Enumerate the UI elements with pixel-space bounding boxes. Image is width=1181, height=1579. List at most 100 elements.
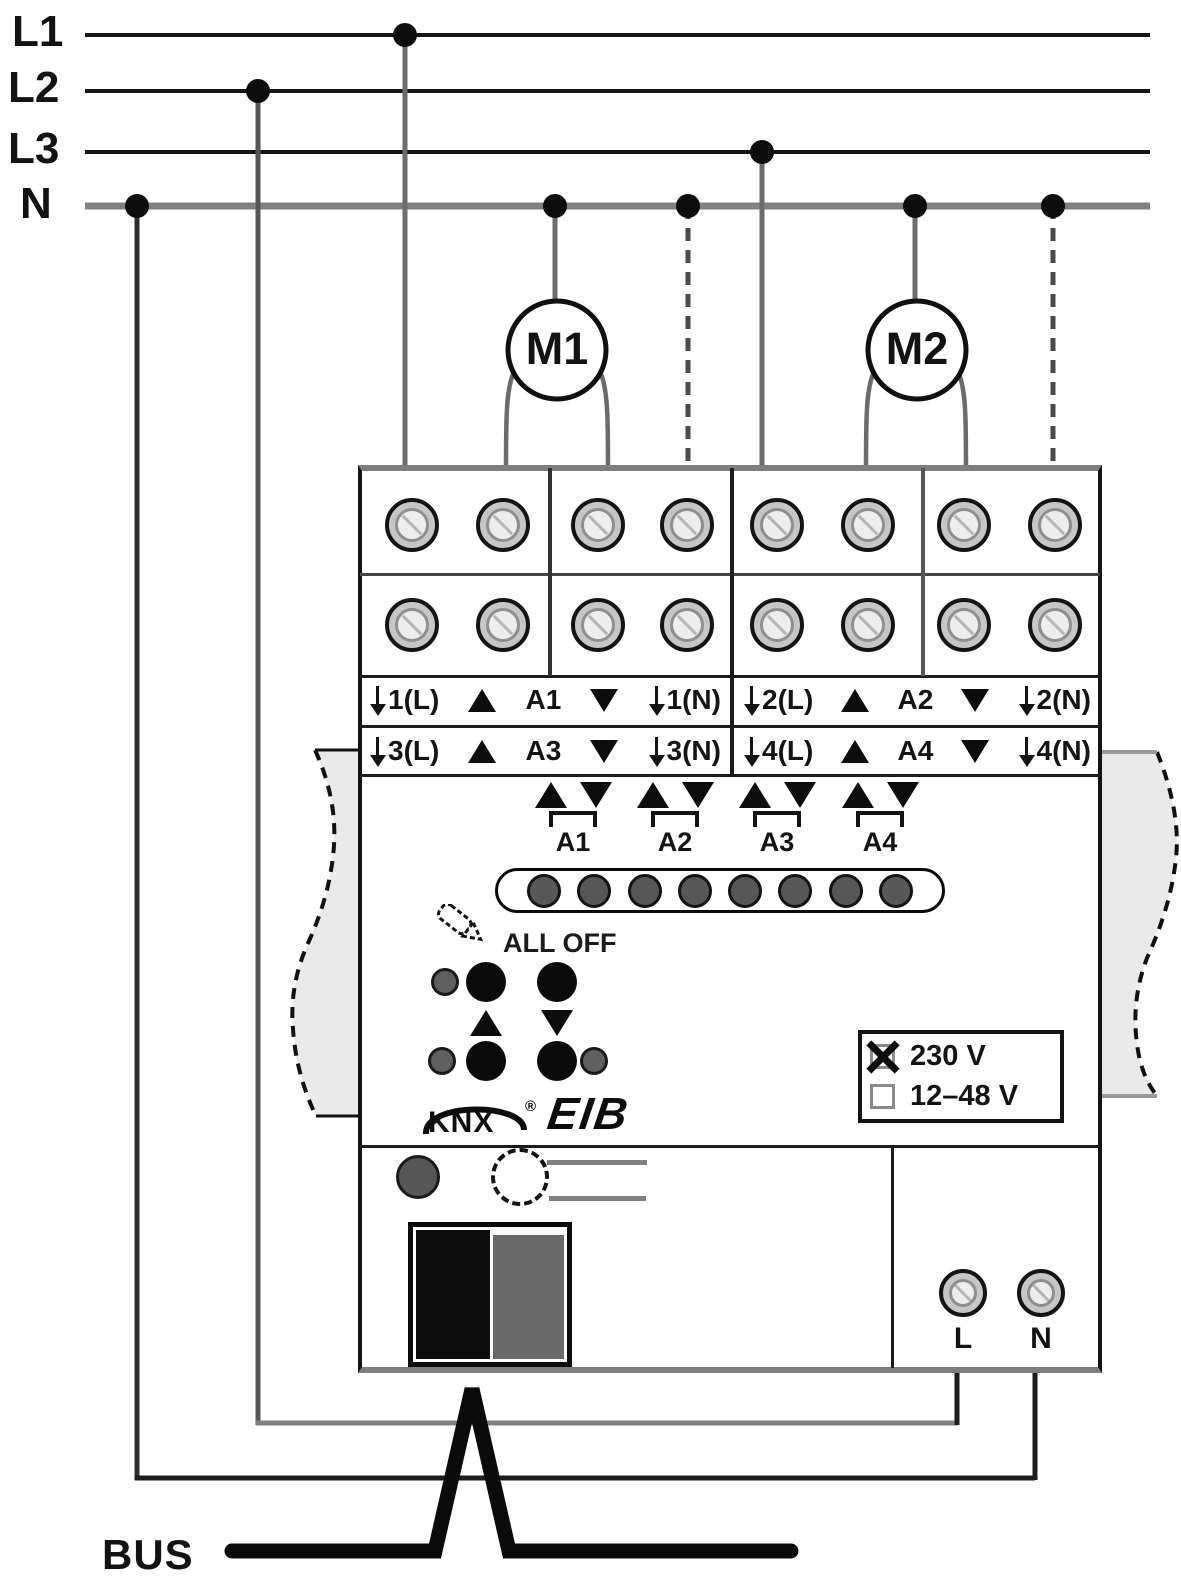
wire-down-arrow-icon	[743, 736, 760, 767]
screw-terminal	[750, 498, 804, 552]
channel-label: A3	[759, 827, 795, 857]
screw-terminal	[660, 598, 714, 652]
motor2-label: M2	[885, 323, 949, 374]
down-arrow-icon	[590, 739, 619, 763]
motor2-leg-down	[955, 370, 969, 471]
wire-down-arrow-icon	[648, 685, 665, 716]
junction-n-2	[543, 194, 567, 218]
wire-down-arrow-icon	[1018, 736, 1035, 767]
voltage-option-230v: 230 V	[870, 1040, 1052, 1073]
up-arrow-icon	[468, 739, 497, 763]
down-arrow-icon	[961, 688, 990, 712]
down-arrow-icon	[541, 1010, 573, 1036]
screw-terminal	[1028, 498, 1082, 552]
programming-button	[491, 1148, 549, 1206]
programming-led	[396, 1155, 440, 1199]
terminal-label: 4(N)	[1036, 735, 1091, 766]
screw-terminal	[571, 598, 625, 652]
motor1-leg-down	[597, 370, 611, 471]
up-arrow-icon	[738, 782, 771, 808]
supply-terminal-label-l: L	[953, 1322, 973, 1355]
down-arrow-icon	[681, 782, 714, 808]
screw-terminal	[476, 598, 530, 652]
terminal-label: A2	[897, 684, 934, 715]
terminal-label: A3	[525, 735, 562, 766]
power-line-label-n: N	[20, 179, 52, 228]
supply-terminal-l	[939, 1269, 987, 1317]
screw-terminal	[385, 598, 439, 652]
channel-indicator-a4: A4	[838, 782, 922, 858]
terminal-label: 2(L)	[762, 684, 814, 715]
down-arrow-icon	[886, 782, 919, 808]
bus-label: BUS	[102, 1531, 194, 1578]
channel-bracket	[549, 811, 597, 827]
status-led	[627, 873, 662, 908]
lower-section-divider	[360, 1145, 1100, 1148]
terminal-label: 4(L)	[762, 735, 814, 766]
status-led	[778, 873, 813, 908]
motor-voltage-box: 230 V 12–48 V	[858, 1030, 1064, 1123]
channel-led	[580, 1047, 608, 1075]
bus-terminal-minus	[416, 1230, 490, 1359]
up-arrow-icon	[841, 739, 870, 763]
junction-n-5	[1041, 194, 1065, 218]
wire-down-arrow-icon	[369, 736, 386, 767]
all-off-button	[537, 962, 577, 1002]
terminal-divider-1	[548, 468, 552, 676]
bus-connection-terminal	[408, 1222, 572, 1367]
junction-l3	[750, 140, 774, 164]
channel-bracket	[856, 811, 904, 827]
channel-led	[431, 968, 459, 996]
terminal-label: A1	[525, 684, 562, 715]
screw-terminal	[750, 598, 804, 652]
voltage-option-label: 230 V	[910, 1040, 986, 1073]
supply-terminal-label-n: N	[1030, 1322, 1052, 1355]
junction-n-1	[125, 194, 149, 218]
terminal-divider-2	[921, 468, 925, 676]
wire-down-arrow-icon	[1018, 685, 1035, 716]
wire-down-arrow-icon	[648, 736, 665, 767]
power-line-label-l3: L3	[8, 124, 60, 173]
up-button	[466, 962, 506, 1002]
terminal-labels-channel4: 4(L) A4 4(N)	[736, 729, 1098, 773]
power-line-label-l2: L2	[8, 63, 60, 112]
terminal-label: 1(L)	[388, 684, 440, 715]
programming-button-line	[549, 1196, 646, 1201]
up-arrow-icon	[468, 688, 497, 712]
down-arrow-icon	[783, 782, 816, 808]
bus-terminal-plus	[492, 1235, 564, 1359]
status-led-strip	[495, 868, 945, 913]
down-arrow-icon	[579, 782, 612, 808]
channel-bracket	[753, 811, 801, 827]
up-arrow-icon	[636, 782, 669, 808]
junction-n-3	[676, 194, 700, 218]
terminal-label: 2(N)	[1036, 684, 1091, 715]
channel-indicator-a1: A1	[531, 782, 615, 858]
panel-cutaway-right-torn-edge	[1133, 751, 1179, 1098]
supply-box-divider	[891, 1148, 894, 1368]
terminal-label: 3(N)	[666, 735, 721, 766]
status-led	[527, 873, 561, 908]
status-led	[878, 873, 913, 908]
screw-terminal	[660, 498, 714, 552]
screw-terminal	[476, 498, 530, 552]
power-line-label-l1: L1	[12, 7, 64, 56]
motor1-label: M1	[525, 323, 589, 374]
bus-cable	[224, 1387, 799, 1559]
motor2-symbol	[865, 298, 969, 402]
junction-l1	[393, 23, 417, 47]
up-arrow-icon	[841, 688, 870, 712]
screw-terminal	[937, 498, 991, 552]
panel-cutaway-right	[1102, 752, 1177, 1096]
terminal-labels-channel2: 2(L) A2 2(N)	[736, 678, 1098, 722]
screw-terminal	[937, 598, 991, 652]
status-led	[577, 873, 612, 908]
up-arrow-icon	[534, 782, 567, 808]
screw-terminal	[841, 498, 895, 552]
voltage-option-label: 12–48 V	[910, 1079, 1019, 1112]
panel-cutaway-left-torn-edge	[290, 749, 337, 1117]
terminal-label: 3(L)	[388, 735, 440, 766]
knx-logo-arc	[422, 1106, 527, 1135]
manual-operation-pencil-icon	[436, 904, 484, 942]
